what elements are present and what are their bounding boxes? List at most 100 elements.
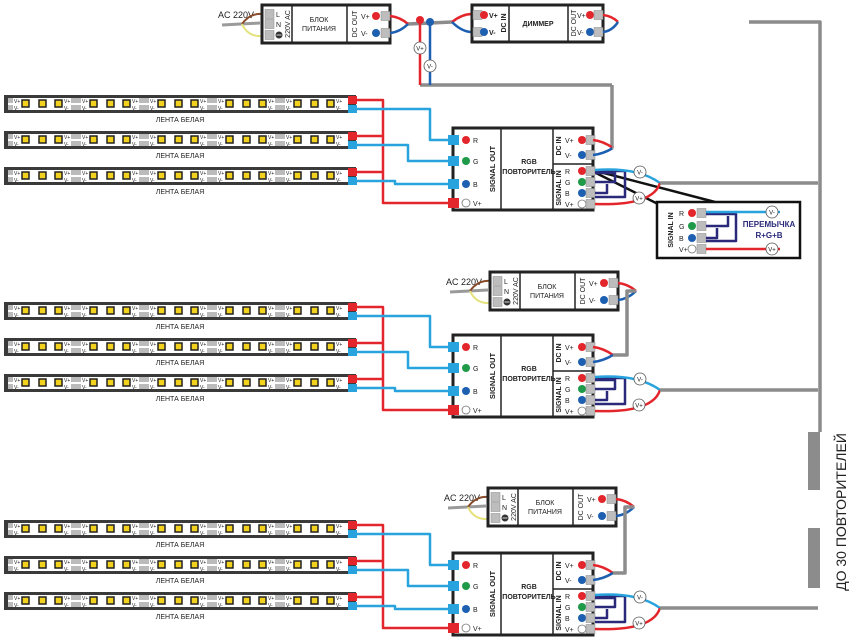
signal-out-terminal bbox=[448, 581, 459, 591]
pad-vminus-label: V- bbox=[218, 603, 223, 609]
solder-pad bbox=[76, 530, 81, 535]
wire-tag-label: V- bbox=[637, 378, 643, 384]
led-chip bbox=[293, 524, 302, 533]
signal-out-channel-label: R bbox=[473, 563, 478, 570]
led-chip bbox=[122, 596, 131, 605]
solder-pad bbox=[71, 177, 76, 182]
solder-pad bbox=[8, 134, 13, 139]
wire-tag-label: V+ bbox=[635, 622, 643, 628]
signal-out-terminal bbox=[448, 604, 459, 614]
led-chip bbox=[326, 99, 335, 108]
solder-pad bbox=[207, 530, 212, 535]
led-chip bbox=[293, 560, 302, 569]
led-chip bbox=[190, 596, 199, 605]
solder-pad bbox=[139, 530, 144, 535]
solder-pad bbox=[139, 177, 144, 182]
vminus-terminal-dot bbox=[372, 29, 380, 37]
terminal bbox=[696, 244, 707, 254]
signal-out-dot bbox=[461, 623, 471, 633]
terminal bbox=[585, 188, 596, 198]
strip-label: ЛЕНТА БЕЛАЯ bbox=[156, 614, 205, 621]
solder-pad bbox=[71, 559, 76, 564]
led-chip bbox=[225, 99, 234, 108]
solder-pad bbox=[144, 98, 149, 103]
led-chip bbox=[310, 596, 319, 605]
dc-out-label: DC OUT bbox=[578, 493, 585, 521]
strip-vminus-connector bbox=[348, 602, 357, 610]
strip-vplus-connector bbox=[348, 303, 357, 311]
repeater-title: ПОВТОРИТЕЛЬ bbox=[502, 169, 555, 176]
strip-b-wire bbox=[357, 179, 448, 186]
signal-in-dot bbox=[578, 396, 586, 404]
pad-vminus-label: V- bbox=[64, 531, 69, 537]
pad-vminus-label: V- bbox=[268, 603, 273, 609]
solder-pad bbox=[144, 595, 149, 600]
pad-vminus-label: V- bbox=[64, 313, 69, 319]
pad-vminus-label: V- bbox=[14, 142, 19, 148]
solder-pad bbox=[212, 177, 217, 182]
led-strip-3-2: V+V-V+V-V+V-V+V-V+V-V+V-V+V-V+V-V+V-V+V-… bbox=[4, 556, 357, 585]
led-chip bbox=[258, 378, 267, 387]
led-chip bbox=[310, 560, 319, 569]
solder-pad bbox=[71, 134, 76, 139]
terminal-n-label: N bbox=[502, 505, 507, 512]
led-chip bbox=[21, 171, 30, 180]
led-chip bbox=[225, 306, 234, 315]
pad-vplus-label: V+ bbox=[286, 135, 292, 141]
psu-title: БЛОК bbox=[536, 500, 556, 507]
vminus-label: V- bbox=[565, 360, 572, 367]
pad-vminus-label: V- bbox=[132, 385, 137, 391]
pad-vminus-label: V- bbox=[200, 603, 205, 609]
terminal bbox=[606, 511, 617, 521]
channel-dot bbox=[688, 234, 696, 242]
wire-tag-label: V- bbox=[769, 211, 775, 217]
led-chip bbox=[242, 135, 251, 144]
strip-vplus-bus bbox=[357, 98, 448, 205]
signal-in-channel-label: B bbox=[565, 616, 570, 623]
pad-vplus-label: V+ bbox=[268, 99, 274, 105]
solder-pad bbox=[280, 170, 285, 175]
ac-cable bbox=[449, 288, 489, 294]
led-chip bbox=[106, 135, 115, 144]
solder-pad bbox=[71, 530, 76, 535]
dc-in-vminus-dot bbox=[578, 576, 586, 584]
repeater2-dc-cable bbox=[613, 289, 636, 357]
repeaters-note: ДО 30 ПОВТОРИТЕЛЕЙ bbox=[832, 433, 849, 591]
dc-vplus-wire bbox=[592, 345, 614, 357]
dc-vminus-wire bbox=[592, 353, 614, 364]
pad-vplus-label: V+ bbox=[82, 378, 88, 384]
led-chip bbox=[293, 596, 302, 605]
led-chip bbox=[225, 596, 234, 605]
signal-out-channel-label: B bbox=[473, 389, 478, 396]
solder-pad bbox=[139, 523, 144, 528]
solder-pad bbox=[207, 559, 212, 564]
signal-in-dot bbox=[578, 374, 586, 382]
pad-vminus-label: V- bbox=[286, 142, 291, 148]
solder-pad bbox=[280, 305, 285, 310]
terminal bbox=[585, 613, 596, 623]
wire-tag-circle bbox=[633, 165, 647, 179]
led-chip bbox=[258, 560, 267, 569]
vplus-wire bbox=[602, 13, 619, 23]
led-chip bbox=[106, 560, 115, 569]
pad-vminus-label: V- bbox=[14, 531, 19, 537]
signal-out-dot bbox=[462, 387, 470, 395]
pad-vplus-label: V+ bbox=[132, 560, 138, 566]
solder-pad bbox=[8, 530, 13, 535]
repeater-title: RGB bbox=[521, 584, 537, 591]
led-chip bbox=[54, 342, 63, 351]
led-chip bbox=[157, 378, 166, 387]
signal-in-dot bbox=[578, 178, 586, 186]
solder-pad bbox=[76, 566, 81, 571]
pad-vplus-label: V+ bbox=[14, 596, 20, 602]
pad-vminus-label: V- bbox=[132, 567, 137, 573]
vminus-label: V- bbox=[565, 153, 572, 160]
wire-tag: V+ bbox=[632, 398, 646, 412]
led-strip-2-3: V+V-V+V-V+V-V+V-V+V-V+V-V+V-V+V-V+V-V+V-… bbox=[4, 374, 357, 403]
pad-vplus-label: V+ bbox=[132, 342, 138, 348]
solder-pad bbox=[8, 105, 13, 110]
pad-vminus-label: V- bbox=[14, 178, 19, 184]
solder-pad bbox=[76, 602, 81, 607]
terminal bbox=[264, 9, 275, 19]
vminus-terminal-dot bbox=[480, 28, 488, 36]
